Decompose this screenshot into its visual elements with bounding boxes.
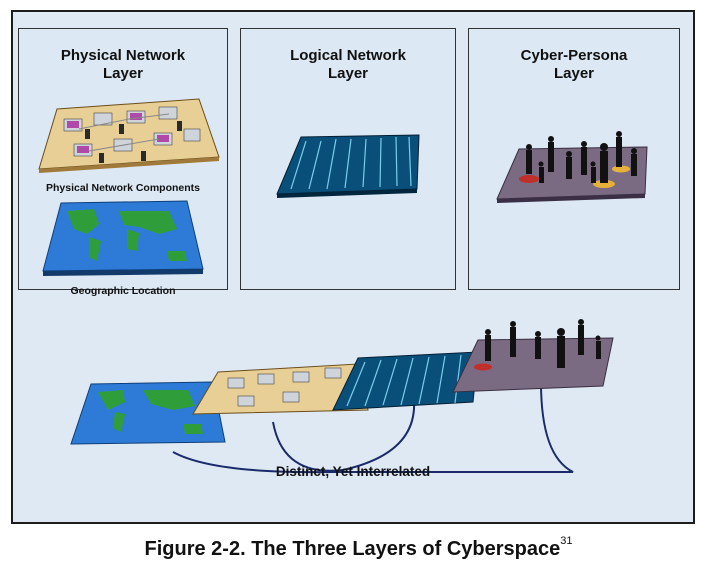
- connector-line-logical: [272, 391, 416, 472]
- physical-layer-title: Physical Network Layer: [60, 47, 186, 82]
- logical-network-layer-panel: Logical Network Layer: [240, 28, 456, 290]
- physical-components-label: Physical Network Components: [45, 182, 201, 194]
- geographic-location-label: Geographic Location: [70, 285, 176, 297]
- physical-network-layer-panel: Physical Network Layer Physical: [18, 28, 228, 297]
- interrelated-layers-illustration: [70, 319, 614, 474]
- persona-plane: [452, 337, 614, 393]
- persona-layer-title: Cyber-Persona Layer: [520, 47, 628, 82]
- logical-layer-title: Logical Network Layer: [290, 47, 406, 82]
- caption-text: Figure 2-2. The Three Layers of Cyberspa…: [144, 538, 561, 560]
- distinct-yet-interrelated-label: Distinct, Yet Interrelated: [275, 464, 431, 479]
- physical-components-illustration: [38, 98, 220, 173]
- figure-caption: Figure 2-2. The Three Layers of Cyberspa…: [0, 535, 717, 561]
- cyber-persona-layer-panel: Cyber-Persona Layer: [468, 28, 680, 290]
- caption-footnote: 31: [560, 535, 573, 548]
- persona-crowd-illustration: [496, 131, 648, 203]
- geographic-map-illustration: [42, 200, 204, 276]
- binary-matrix-illustration: [276, 134, 420, 198]
- figure-frame: Physical Network Layer Physical: [11, 10, 695, 524]
- components-plane: [192, 363, 369, 415]
- matrix-plane: [332, 351, 479, 411]
- connector-line-persona: [172, 341, 574, 474]
